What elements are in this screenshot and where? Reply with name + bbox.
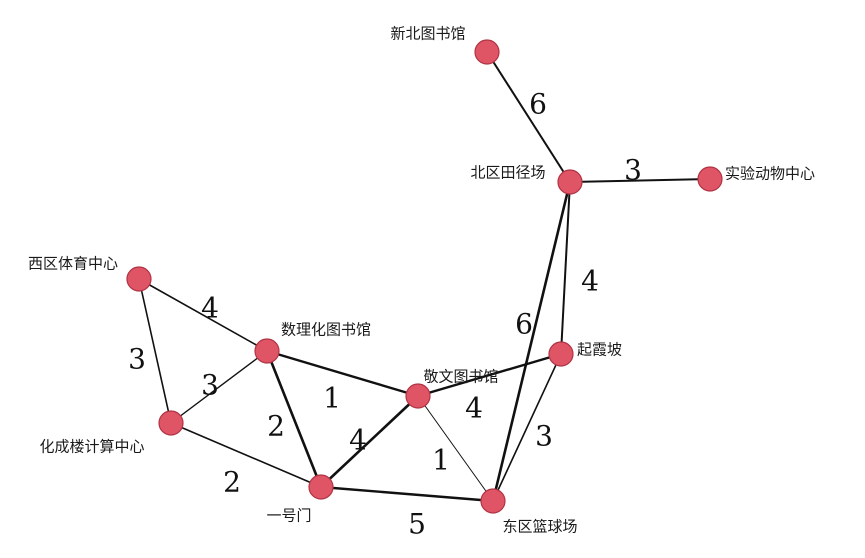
node-jingwen: 敬文图书馆	[405, 368, 499, 409]
node-qixia: 起霞坡	[548, 341, 622, 367]
edge-beiqu-shiyan	[569, 178, 711, 183]
edge-yihao-dongqu	[319, 485, 495, 503]
edge-weight-shuli-yihao: 2	[267, 410, 285, 443]
node-xiqu: 西区体育中心	[28, 255, 152, 292]
edge-weight-xiqu-shuli: 4	[201, 292, 219, 325]
node-shuli: 数理化图书馆	[254, 321, 371, 364]
node-label-xinbei: 新北图书馆	[390, 25, 465, 43]
edge-qixia-dongqu	[492, 353, 562, 502]
edge-xinbei-beiqu	[486, 51, 571, 183]
edge-weight-jingwen-yihao: 4	[349, 424, 367, 457]
node-label-qixia: 起霞坡	[577, 341, 622, 359]
node-circle-qixia	[548, 341, 574, 367]
node-circle-shuli	[254, 338, 280, 364]
node-circle-huacheng	[158, 410, 184, 436]
edge-weight-beiqu-qixia: 4	[581, 265, 599, 298]
edge-weight-jingwen-dongqu: 1	[432, 444, 450, 477]
node-label-beiqu: 北区田径场	[470, 164, 545, 182]
node-beiqu: 北区田径场	[470, 164, 583, 195]
edge-weight-beiqu-dongqu: 6	[515, 308, 533, 341]
node-circle-jingwen	[405, 383, 431, 409]
edge-weight-shuli-jingwen: 1	[323, 382, 341, 415]
edge-jingwen-dongqu	[417, 395, 494, 502]
edge-weight-xinbei-beiqu: 6	[529, 88, 547, 121]
edge-weight-beiqu-shiyan: 3	[624, 154, 642, 187]
node-label-xiqu: 西区体育中心	[28, 255, 118, 273]
node-circle-yihao	[308, 474, 334, 500]
node-xinbei: 新北图书馆	[390, 25, 500, 65]
node-label-shuli: 数理化图书馆	[281, 321, 371, 339]
edge-jingwen-yihao	[319, 394, 420, 489]
edge-jingwen-qixia	[416, 352, 563, 398]
node-dongqu: 东区篮球场	[480, 488, 578, 536]
node-circle-shiyan	[697, 166, 723, 192]
node-label-shiyan: 实验动物中心	[725, 165, 815, 183]
edge-weight-qixia-dongqu: 3	[535, 420, 553, 453]
node-label-yihao: 一号门	[266, 507, 311, 525]
edge-weight-huacheng-yihao: 2	[223, 466, 241, 499]
edge-weight-shuli-huacheng: 3	[201, 369, 219, 402]
node-label-dongqu: 东区篮球场	[502, 518, 577, 536]
edge-weight-yihao-dongqu: 5	[408, 508, 426, 541]
node-circle-xinbei	[474, 39, 500, 65]
node-circle-dongqu	[480, 488, 506, 514]
edge-weight-xiqu-huacheng: 3	[128, 343, 146, 376]
edge-huacheng-yihao	[170, 422, 322, 488]
edge-shuli-jingwen	[265, 349, 420, 398]
edge-beiqu-dongqu	[491, 180, 572, 503]
edge-beiqu-qixia	[560, 181, 571, 355]
node-yihao: 一号门	[266, 474, 334, 525]
node-circle-xiqu	[126, 266, 152, 292]
edge-xiqu-shuli	[138, 278, 268, 352]
edge-layer	[138, 51, 711, 503]
node-circle-beiqu	[557, 169, 583, 195]
node-label-jingwen: 敬文图书馆	[423, 368, 498, 386]
node-shiyan: 实验动物中心	[697, 165, 815, 192]
edge-weight-jingwen-qixia: 4	[465, 392, 483, 425]
edge-xiqu-huacheng	[138, 278, 172, 424]
node-huacheng: 化成楼计算中心	[39, 410, 184, 456]
edge-shuli-yihao	[265, 349, 323, 489]
node-label-huacheng: 化成楼计算中心	[39, 438, 144, 456]
edge-shuli-huacheng	[170, 350, 268, 424]
